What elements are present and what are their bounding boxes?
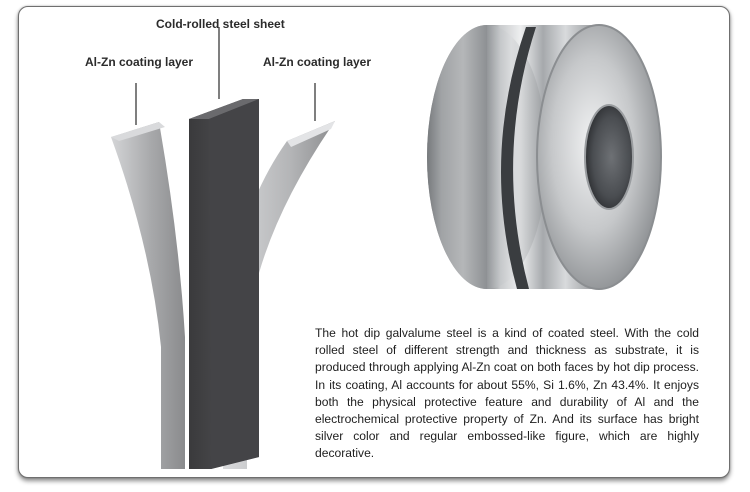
diagram-illustration (111, 24, 662, 469)
diagram-frame: Cold-rolled steel sheet Al-Zn coating la… (18, 6, 730, 478)
label-coating-layer-right: Al-Zn coating layer (263, 55, 372, 69)
coating-layer-left (111, 122, 185, 469)
label-cold-rolled-sheet: Cold-rolled steel sheet (156, 17, 285, 31)
label-coating-layer-left: Al-Zn coating layer (85, 55, 194, 69)
description-text: The hot dip galvalume steel is a kind of… (315, 326, 699, 461)
steel-coil-image (427, 24, 662, 290)
